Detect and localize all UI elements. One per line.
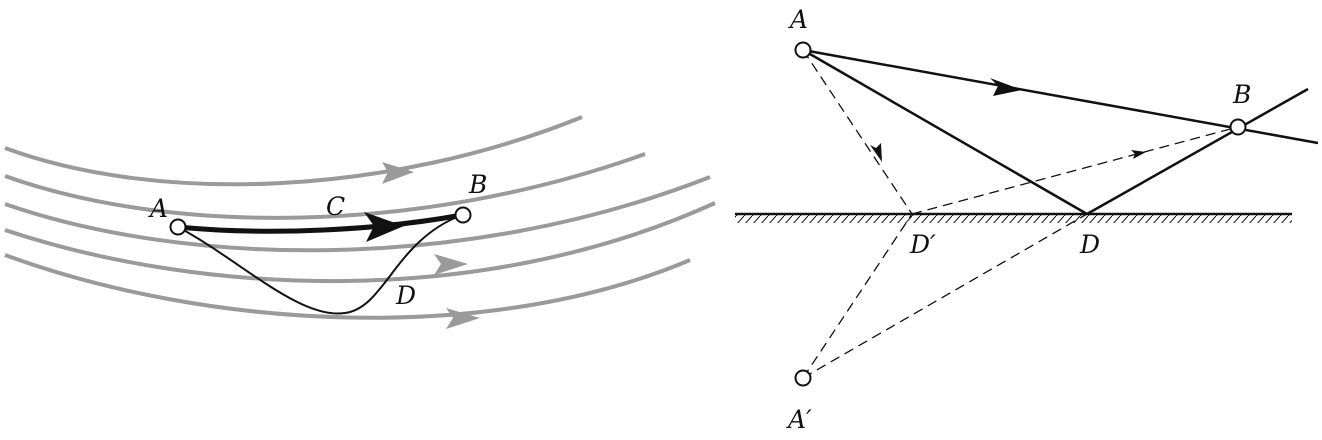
ray-d-to-b [1086,87,1309,216]
field-arrowheads [382,162,480,329]
dashed-dprime-to-b [911,126,1239,215]
surface-hatching [735,214,1292,223]
right-figure: A B D′ D A′ [735,5,1319,434]
dashed-arrowhead-down [870,143,882,162]
point-a-left [169,218,187,236]
left-figure: A B C D [4,115,716,329]
path-d [177,214,463,315]
field-line-1 [4,115,583,187]
point-a-right [794,41,812,59]
field-lines [4,115,716,320]
label-a-prime: A′ [786,405,812,434]
field-arrowhead-2 [434,254,468,275]
label-a-right: A [788,5,808,34]
field-line-2 [4,152,646,220]
construction-lines [802,49,1239,379]
field-line-4 [4,201,716,283]
field-arrowhead-3 [446,308,480,329]
dashed-aprime-to-dprime [802,213,913,379]
label-b-left: B [468,170,487,199]
dashed-aprime-to-d [802,213,1088,379]
ray-a-to-d [802,48,1088,216]
field-line-5 [4,253,691,320]
label-c-left: C [326,192,345,221]
label-b-right: B [1232,80,1251,109]
field-arrowhead-1 [382,162,414,184]
path-c-arrowhead [364,212,404,242]
ray-a-to-b-arrowhead [990,78,1022,96]
dashed-a-to-dprime [802,49,913,215]
label-a-left: A [148,194,168,223]
label-d-left: D [395,281,416,310]
label-d-prime: D′ [909,230,936,259]
point-b-left [454,206,472,224]
path-c [177,212,463,234]
point-b-right [1229,118,1247,136]
label-d-right: D [1079,230,1100,259]
dashed-arrowhead-right [1131,150,1146,159]
field-line-3 [4,175,711,253]
point-a-prime [794,369,812,387]
